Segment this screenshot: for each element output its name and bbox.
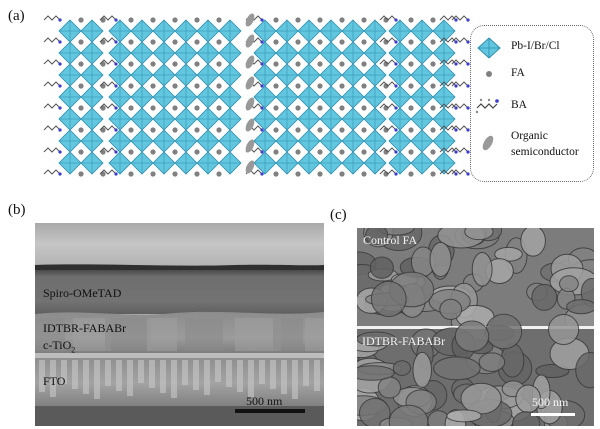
lattice-block	[108, 17, 242, 177]
legend-label-ba: BA	[511, 99, 527, 111]
ba-chain	[379, 59, 398, 66]
ba-chain	[439, 81, 458, 88]
ba-chain	[99, 59, 118, 66]
ba-chain	[43, 37, 62, 44]
lattice-block	[388, 17, 456, 177]
organic-molecule	[245, 13, 255, 27]
image-label-idtbr: IDTBR-FABABr	[362, 334, 446, 348]
ba-chain	[439, 103, 458, 110]
ba-chain	[43, 169, 62, 176]
ba-chain	[451, 59, 470, 66]
legend: Pb-I/Br/Cl FA BA Organic semiconductor	[470, 25, 594, 182]
molecule-icon	[475, 98, 499, 114]
ba-chain	[439, 169, 458, 176]
layer-label-idtbr: IDTBR-FABABr	[43, 321, 127, 335]
organic-molecule	[245, 139, 255, 153]
organic-molecule	[245, 118, 255, 132]
ba-chain	[379, 103, 398, 110]
organic-molecule	[245, 76, 255, 90]
organic-molecule	[245, 34, 255, 48]
ba-chain	[99, 169, 118, 176]
ba-chain	[43, 81, 62, 88]
legend-label-fa: FA	[511, 67, 525, 79]
ba-chain	[99, 15, 118, 22]
scale-label-c: 500 nm	[532, 395, 569, 409]
scale-label-b: 500 nm	[246, 394, 283, 408]
layer-label-spiro: Spiro-OMeTAD	[43, 286, 122, 300]
organic-molecule	[245, 160, 255, 174]
ba-chain	[99, 103, 118, 110]
legend-label-pb: Pb-I/Br/Cl	[511, 40, 560, 52]
octahedron-icon	[477, 37, 501, 59]
panel-c-label: (c)	[330, 207, 347, 223]
perovskite-structure-diagram	[43, 13, 470, 177]
lattice-block	[58, 17, 106, 177]
ba-chain	[451, 37, 470, 44]
ba-chain	[379, 81, 398, 88]
panel-a-label: (a)	[8, 8, 25, 24]
image-label-control: Control FA	[363, 233, 418, 247]
ba-chain	[439, 15, 458, 22]
legend-label-semiconductor: semiconductor	[511, 146, 579, 158]
ba-chain	[451, 103, 470, 110]
top-view-sem-images	[357, 228, 594, 426]
ba-chain	[43, 15, 62, 22]
ba-chain	[99, 125, 118, 132]
cross-section-sem-image	[35, 223, 324, 426]
ba-chain	[439, 125, 458, 132]
ba-chain	[439, 147, 458, 154]
layer-label-tio2: c-TiO2	[43, 338, 76, 355]
organic-molecule	[245, 55, 255, 69]
ba-chain	[99, 147, 118, 154]
ba-chain	[439, 59, 458, 66]
panel-b-label: (b)	[8, 202, 26, 218]
ba-chain	[451, 15, 470, 22]
ba-chain	[451, 81, 470, 88]
scale-bar-c	[531, 413, 575, 416]
ba-chain	[43, 147, 62, 154]
legend-label-organic: Organic	[511, 130, 548, 142]
ba-chain	[451, 125, 470, 132]
ba-chain	[379, 15, 398, 22]
layer-label-fto: FTO	[43, 374, 66, 388]
ba-chain	[99, 81, 118, 88]
ba-chain	[379, 37, 398, 44]
ba-chain	[439, 37, 458, 44]
ba-chain	[43, 103, 62, 110]
lattice-block	[253, 17, 389, 177]
ba-chain	[43, 59, 62, 66]
ellipse-icon	[482, 135, 494, 151]
organic-molecule	[245, 97, 255, 111]
scale-bar-b	[235, 409, 305, 413]
ba-chain	[379, 125, 398, 132]
ba-chain	[451, 169, 470, 176]
ba-chain	[379, 169, 398, 176]
ba-chain	[99, 37, 118, 44]
ba-chain	[451, 147, 470, 154]
dot-icon	[486, 71, 492, 77]
ba-chain	[43, 125, 62, 132]
ba-chain	[379, 147, 398, 154]
